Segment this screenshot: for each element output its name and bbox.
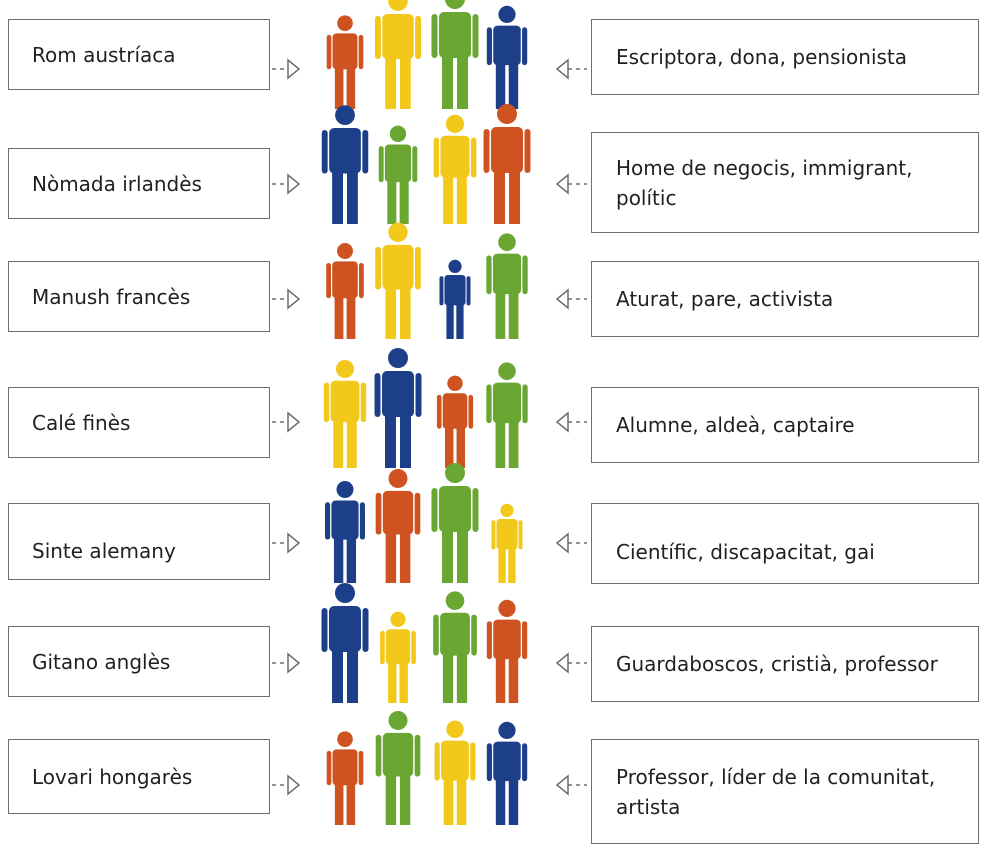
group-label: Rom austríaca: [32, 42, 176, 67]
group-label: Manush francès: [32, 284, 191, 309]
group-label: Calé finès: [32, 410, 131, 435]
roles-label: Professor, líder de la comunitat, artist…: [616, 764, 936, 819]
person-icon: [434, 720, 476, 825]
group-label: Sinte alemany: [32, 538, 176, 563]
group-box-1: Nòmada irlandès: [8, 148, 270, 219]
group-label: Lovari hongarès: [32, 764, 193, 789]
person-icon: [375, 711, 421, 825]
arrow-right-icon: [272, 652, 301, 674]
group-label: Gitano anglès: [32, 649, 171, 674]
person-icon: [433, 114, 477, 224]
arrow-left-icon: [555, 774, 587, 796]
roles-box-1: Home de negocis, immigrant, polític: [591, 132, 979, 233]
person-icon: [433, 591, 477, 703]
arrow-left-icon: [555, 532, 587, 554]
arrow-right-icon: [272, 58, 301, 80]
person-icon: [326, 731, 364, 825]
roles-box-3: Alumne, aldeà, captaire: [591, 387, 979, 463]
person-icon: [491, 503, 523, 583]
arrow-right-icon: [272, 532, 301, 554]
group-label: Nòmada irlandès: [32, 171, 202, 196]
roles-label: Alumne, aldeà, captaire: [616, 413, 855, 437]
person-icon: [375, 222, 421, 339]
roles-box-2: Aturat, pare, activista: [591, 261, 979, 337]
roles-label: Guardaboscos, cristià, professor: [616, 652, 938, 676]
group-box-3: Calé finès: [8, 387, 270, 458]
person-icon: [380, 611, 416, 703]
person-icon: [431, 463, 479, 583]
person-icon: [323, 360, 367, 468]
person-icon: [486, 5, 528, 109]
group-box-2: Manush francès: [8, 261, 270, 332]
group-box-6: Lovari hongarès: [8, 739, 270, 814]
roles-box-5: Guardaboscos, cristià, professor: [591, 626, 979, 702]
person-icon: [321, 583, 369, 703]
group-box-5: Gitano anglès: [8, 626, 270, 697]
person-icon: [378, 125, 418, 224]
person-icon: [439, 259, 471, 339]
arrow-left-icon: [555, 652, 587, 674]
arrow-left-icon: [555, 58, 587, 80]
group-box-4: Sinte alemany: [8, 503, 270, 580]
group-box-0: Rom austríaca: [8, 19, 270, 90]
person-icon: [325, 481, 365, 583]
roles-label: Científic, discapacitat, gai: [616, 539, 875, 564]
person-icon: [431, 0, 479, 109]
person-icon: [326, 243, 364, 339]
arrow-right-icon: [272, 774, 301, 796]
arrow-right-icon: [272, 173, 301, 195]
roles-label: Aturat, pare, activista: [616, 287, 834, 311]
person-icon: [326, 15, 364, 109]
person-icon: [374, 348, 422, 468]
roles-box-0: Escriptora, dona, pensionista: [591, 19, 979, 95]
arrow-right-icon: [272, 411, 301, 433]
roles-box-4: Científic, discapacitat, gai: [591, 503, 979, 584]
arrow-left-icon: [555, 411, 587, 433]
arrow-left-icon: [555, 173, 587, 195]
person-icon: [374, 0, 422, 109]
person-icon: [486, 233, 528, 339]
roles-label: Home de negocis, immigrant, polític: [616, 155, 913, 210]
person-icon: [483, 104, 531, 224]
person-icon: [486, 721, 528, 825]
person-icon: [375, 469, 421, 583]
person-icon: [486, 599, 528, 703]
roles-label: Escriptora, dona, pensionista: [616, 45, 908, 69]
roles-box-6: Professor, líder de la comunitat, artist…: [591, 739, 979, 844]
arrow-right-icon: [272, 288, 301, 310]
person-icon: [486, 362, 528, 468]
arrow-left-icon: [555, 288, 587, 310]
person-icon: [321, 105, 369, 224]
person-icon: [436, 375, 474, 468]
